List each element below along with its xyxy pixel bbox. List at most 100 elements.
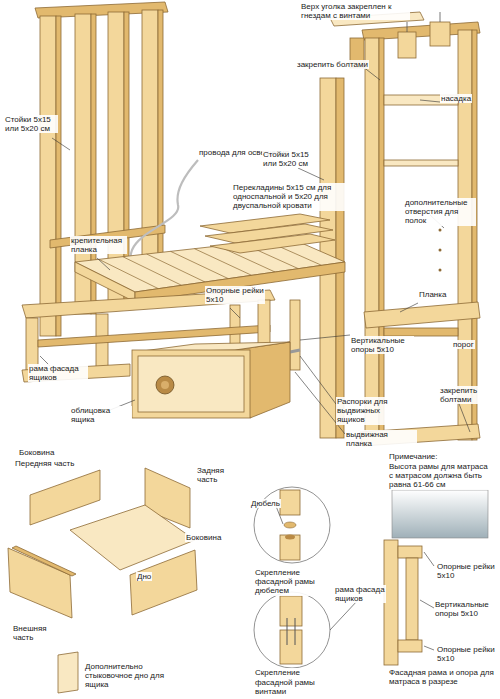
drawer-parts bbox=[130, 550, 197, 615]
detail-screws bbox=[280, 630, 302, 664]
detail-screws bbox=[295, 618, 296, 645]
right-frame bbox=[384, 328, 458, 336]
part-label: облицовка ящика bbox=[70, 406, 132, 424]
part-label: Стойки 5x15 или 5x20 см bbox=[262, 150, 319, 168]
drawer bbox=[161, 381, 169, 389]
part-label: рама фасада ящиков bbox=[334, 585, 386, 603]
right-frame bbox=[364, 302, 480, 328]
leader-lines bbox=[298, 168, 324, 180]
drawer-parts bbox=[58, 652, 78, 693]
leader-lines bbox=[40, 66, 470, 650]
detail-screws bbox=[254, 592, 330, 668]
part-label: Боковина bbox=[18, 448, 55, 457]
part-label: Дюбель bbox=[250, 499, 281, 508]
section-view bbox=[392, 490, 488, 538]
right-frame bbox=[439, 249, 442, 252]
part-label: Планка bbox=[418, 290, 447, 299]
part-label: рама фасада ящиков bbox=[28, 364, 88, 382]
left-wall-frame bbox=[142, 10, 158, 290]
leader-lines bbox=[300, 356, 336, 404]
loose-slats bbox=[200, 214, 335, 253]
right-frame bbox=[458, 30, 472, 440]
part-label: Фасадная рама и опора для матраса в разр… bbox=[388, 668, 496, 686]
leader-lines bbox=[276, 506, 283, 524]
drawer bbox=[138, 356, 244, 412]
drawer-parts bbox=[30, 470, 100, 525]
drawer-front-frame bbox=[22, 364, 130, 382]
part-label: выдвижная планка bbox=[345, 430, 417, 448]
bed-platform bbox=[171, 251, 229, 278]
top-caps bbox=[407, 22, 408, 32]
detail-screws bbox=[254, 592, 330, 668]
bed-platform bbox=[290, 300, 300, 370]
detail-dowel bbox=[280, 490, 300, 515]
part-label: Перекладины 5x15 см для односпальной и 5… bbox=[232, 183, 359, 211]
detail-screws bbox=[280, 596, 302, 626]
part-label: крепительная планка bbox=[70, 236, 127, 254]
right-frame bbox=[379, 38, 384, 440]
top-caps bbox=[398, 32, 416, 58]
part-label: порог bbox=[452, 340, 475, 349]
right-frame bbox=[384, 160, 458, 166]
right-frame bbox=[336, 78, 344, 438]
detail-dowel bbox=[285, 535, 295, 540]
part-label: Верх уголка закреплен к гнездам с винтам… bbox=[300, 2, 410, 20]
part-label: Стойки 5x15 или 5x20 см bbox=[4, 115, 58, 133]
left-wall-frame bbox=[56, 16, 61, 336]
part-label: Скрепление фасадной рамы винтами bbox=[254, 668, 334, 696]
leader-lines bbox=[400, 303, 418, 312]
leader-lines bbox=[300, 335, 350, 340]
leader-lines bbox=[420, 100, 440, 102]
part-label: Скрепление фасадной рамы дюбелем bbox=[254, 568, 334, 596]
loose-slats bbox=[210, 234, 335, 253]
bed-platform bbox=[75, 262, 135, 302]
part-label: насадка bbox=[440, 94, 472, 103]
leader-lines bbox=[420, 600, 434, 608]
part-label: Передняя часть bbox=[14, 459, 75, 468]
bed-platform bbox=[147, 254, 205, 282]
top-caps bbox=[430, 22, 450, 46]
part-label: Боковина bbox=[185, 533, 222, 542]
part-label: Внешняя часть bbox=[12, 624, 59, 642]
part-label: Высота рамы для матраса с матрасом должн… bbox=[388, 462, 494, 490]
leader-lines bbox=[52, 138, 70, 150]
drawer-parts bbox=[12, 546, 76, 576]
right-frame bbox=[472, 30, 477, 440]
detail-dowel bbox=[280, 535, 300, 560]
section-view bbox=[398, 640, 422, 652]
right-frame bbox=[365, 38, 379, 440]
section-view bbox=[384, 540, 398, 665]
part-label: Вертикальные опоры 5x10 bbox=[350, 336, 414, 354]
leader-lines bbox=[330, 600, 358, 630]
leader-lines bbox=[97, 258, 110, 270]
part-label: Распорки для выдвижных ящиков bbox=[336, 397, 408, 425]
right-frame bbox=[320, 22, 480, 446]
part-label: Опорные рейки 5x10 bbox=[205, 286, 265, 304]
detail-screws bbox=[287, 618, 288, 645]
section-view bbox=[398, 546, 422, 558]
leader-lines bbox=[230, 308, 240, 318]
right-frame bbox=[439, 229, 442, 232]
part-label: Задняя часть bbox=[196, 466, 238, 484]
top-caps bbox=[440, 12, 441, 22]
part-label: закрепить болтами bbox=[439, 386, 496, 404]
drawer bbox=[132, 342, 290, 418]
leader-lines bbox=[424, 552, 434, 566]
left-wall-frame bbox=[40, 16, 56, 336]
part-label: Дно bbox=[136, 572, 152, 581]
detail-dowel bbox=[284, 522, 296, 528]
leader-lines bbox=[424, 646, 434, 650]
part-label: Опорные рейки 5x10 bbox=[436, 562, 496, 580]
right-frame bbox=[439, 269, 442, 272]
section-view bbox=[406, 558, 418, 640]
drawer-parts bbox=[8, 468, 197, 693]
part-label: закрепить болтами bbox=[296, 60, 369, 69]
bed-platform bbox=[123, 257, 182, 286]
part-label: Примечание: bbox=[388, 452, 439, 461]
drawer bbox=[156, 376, 174, 394]
part-label: дополнительные отверстия для полок bbox=[404, 198, 476, 226]
part-label: Вертикальные опоры 5x10 bbox=[434, 600, 496, 618]
